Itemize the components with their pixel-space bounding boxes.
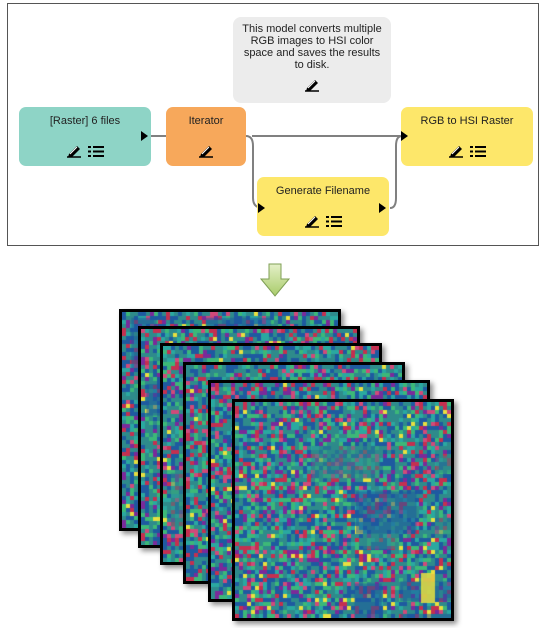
list-icon[interactable] xyxy=(326,215,342,228)
hsi-raster-image xyxy=(232,399,454,621)
edit-icon[interactable] xyxy=(304,215,320,228)
edit-icon[interactable] xyxy=(66,145,82,158)
rgb-to-hsi-input-port[interactable] xyxy=(401,131,408,141)
connector-lines xyxy=(151,135,403,209)
rgb-to-hsi-node-label: RGB to HSI Raster xyxy=(420,115,514,127)
model-comment-note[interactable]: This model converts multiple RGB images … xyxy=(233,17,391,103)
generate-filename-node[interactable]: Generate Filename xyxy=(257,177,389,236)
edit-icon[interactable] xyxy=(448,145,464,158)
iterator-node[interactable]: Iterator xyxy=(166,107,246,166)
iterator-node-label: Iterator xyxy=(188,115,224,127)
arrow-down-icon xyxy=(260,263,290,297)
generate-filename-output-port[interactable] xyxy=(379,203,386,213)
rgb-to-hsi-node[interactable]: RGB to HSI Raster xyxy=(401,107,533,166)
edit-icon[interactable] xyxy=(198,145,214,158)
raster-input-node[interactable]: [Raster] 6 files xyxy=(19,107,151,166)
edit-icon[interactable] xyxy=(304,79,320,92)
connector-filename-rgbhsi xyxy=(389,135,403,209)
raster-output-port[interactable] xyxy=(141,131,148,141)
raster-node-label: [Raster] 6 files xyxy=(49,115,121,127)
generate-filename-node-label: Generate Filename xyxy=(275,185,371,197)
generate-filename-input-port[interactable] xyxy=(258,203,265,213)
list-icon[interactable] xyxy=(88,145,104,158)
comment-text: This model converts multiple RGB images … xyxy=(242,23,382,71)
list-icon[interactable] xyxy=(470,145,486,158)
